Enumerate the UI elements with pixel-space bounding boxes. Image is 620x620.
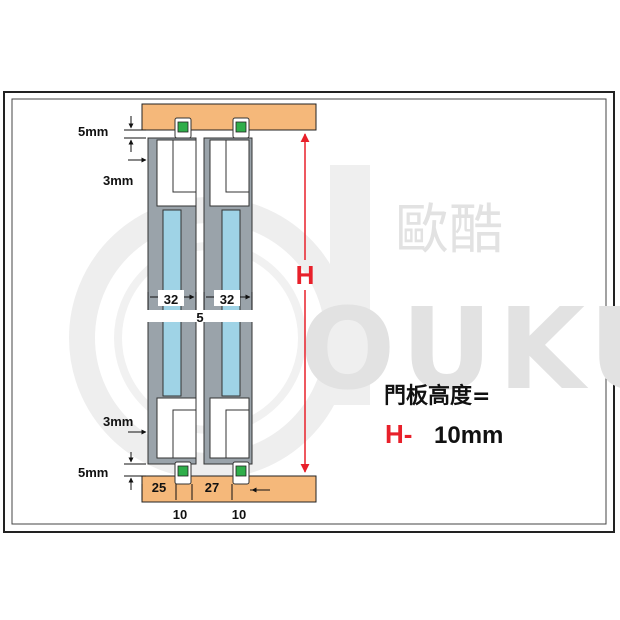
panel-divider-band: [144, 310, 256, 322]
top-profile-inner-left: [172, 139, 197, 193]
formula-symbol: H-: [385, 419, 412, 449]
panel-gap-label: 5: [196, 310, 203, 325]
bottom-dimension-lines: [124, 429, 147, 490]
watermark-bar: [330, 165, 370, 405]
height-marker: H: [296, 260, 315, 290]
offset-label-bg-left: [145, 479, 173, 495]
top-clearance-label: 3mm: [103, 173, 133, 188]
bottom-profile-inner-left: [172, 409, 197, 459]
track-width-label-right: 10: [232, 507, 246, 522]
bottom-offset-lines: [141, 484, 270, 500]
top-profile-inner-right: [225, 139, 250, 193]
inner-border: [11, 98, 607, 525]
formula-value: 10mm: [434, 422, 503, 449]
offset-label-bg-right: [197, 479, 227, 495]
formula-label: 門板高度=: [384, 383, 490, 409]
width-label-bg-right: [214, 290, 240, 306]
width-label-bg-left: [158, 290, 184, 306]
outer-border: [3, 91, 615, 533]
top-dimension-lines: [124, 116, 147, 163]
watermark-brand-en: OUKU: [300, 285, 620, 415]
top-guide-green-right: [235, 121, 247, 133]
bottom-profile-inner-right: [225, 409, 250, 459]
bottom-clearance-label: 3mm: [103, 414, 133, 429]
bottom-offset-label-right: 27: [205, 480, 219, 495]
track-width-label-left: 10: [173, 507, 187, 522]
bottom-offset-label-left: 25: [152, 480, 166, 495]
panel-width-label-right: 32: [220, 292, 234, 307]
bottom-gap-label: 5mm: [78, 465, 108, 480]
top-gap-label: 5mm: [78, 124, 108, 139]
bottom-guide-green-left: [177, 465, 189, 477]
watermark-brand-cn: 歐酷: [395, 198, 503, 261]
height-indicator: H: [296, 133, 315, 473]
top-rail: [141, 103, 317, 131]
top-guide-green-left: [177, 121, 189, 133]
panel-width-label-left: 32: [164, 292, 178, 307]
bottom-guide-green-right: [235, 465, 247, 477]
